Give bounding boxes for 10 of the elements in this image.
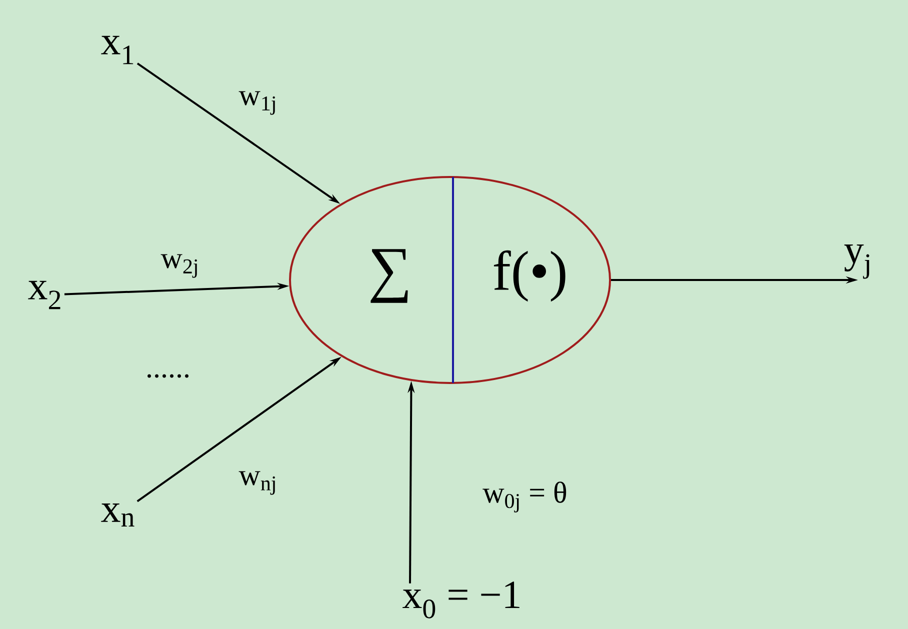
variable-label: x$_{1}$ bbox=[101, 36, 134, 64]
variable-label: x$_{n}$ bbox=[101, 504, 134, 526]
variable-label: x$_{0}$ = −1 bbox=[402, 582, 520, 618]
variable-label: x$_{2}$ bbox=[28, 280, 60, 310]
variable-label: y$_{j}$ bbox=[844, 244, 870, 279]
edge-label: w$_{2j}$ bbox=[160, 254, 197, 278]
edge-label: w$_{nj}$ bbox=[238, 471, 275, 495]
edge-label: w$_{0j}$ = θ bbox=[482, 482, 566, 512]
ellipsis-label: ...... bbox=[147, 374, 189, 378]
edge-label: w$_{1j}$ bbox=[238, 91, 275, 115]
